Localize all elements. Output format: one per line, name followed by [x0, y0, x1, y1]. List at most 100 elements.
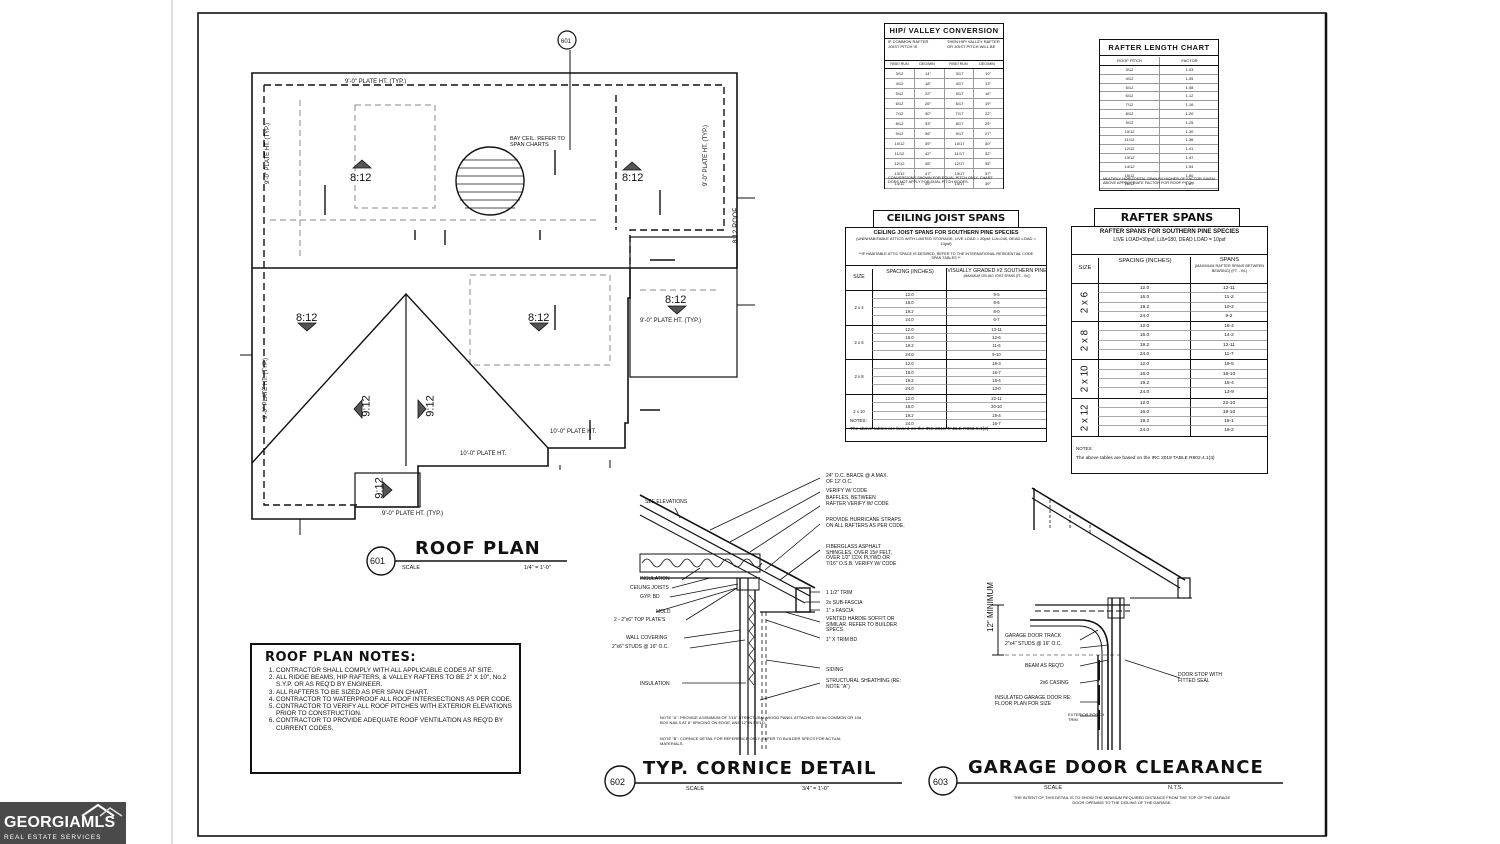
table-cell: 25° [973, 119, 1002, 128]
table-cell: 24.0 [872, 385, 946, 394]
roof-plan-drawing [240, 30, 755, 535]
table-cell: 11-2 [1190, 293, 1267, 303]
rafter-spans-title: RAFTER SPANS [1094, 208, 1240, 227]
table-cell: 1.47 [1159, 153, 1219, 162]
note-item: ALL RIDGE BEAMS, HIP RAFTERS, & VALLEY R… [276, 674, 518, 688]
note-item: CONTRACTOR TO VERIFY ALL ROOF PITCHES WI… [276, 703, 518, 717]
cornice-label: SIDING [826, 667, 844, 673]
table-cell: 15/12 [1124, 172, 1135, 178]
table-cell: 12/12 [894, 161, 905, 166]
table-cell: 12.0 [872, 360, 946, 369]
table-cell: 36° [914, 129, 941, 138]
table-cell: 10/17 [944, 139, 974, 148]
scale-value: 3/4" = 1'-0" [802, 786, 829, 792]
cornice-number: 602 [610, 777, 626, 787]
scale-label: SCALE [1044, 785, 1063, 791]
column-header: SPACING (INCHES) [872, 269, 947, 290]
table-cell: 16° [973, 89, 1002, 98]
table-cell: 45° [914, 159, 941, 168]
cornice-detail-drawing [639, 477, 821, 755]
note-item: CONTRACTOR TO PROVIDE ADEQUATE ROOF VENT… [276, 717, 518, 731]
col-header: THEN HIP/ VALLEY RAFTER OR JOIST PITCH W… [947, 39, 1000, 49]
garage-number: 603 [933, 777, 949, 787]
scale-value: N.T.S. [1168, 785, 1183, 791]
span-header: VISUALLY GRADED #2 SOUTHERN PINE [947, 268, 1047, 274]
notes-label: NOTES: [1076, 446, 1093, 451]
garage-title: GARAGE DOOR CLEARANCE [968, 757, 1264, 778]
table-cell: 13-11 [946, 325, 1046, 334]
table-cell: 6/12 [895, 101, 904, 106]
table-cell: 14/12 [1124, 163, 1135, 169]
table-cell: 24.0 [1098, 388, 1190, 398]
clearance-dimension: 12" MINIMUM [986, 582, 995, 632]
table-cell: 16.0 [872, 299, 946, 308]
table-cell: 14/12 [894, 181, 905, 186]
table-footnote: MULTIPLY HORIZONTAL SPAN BY HIGHER OF FA… [1103, 177, 1215, 186]
table-cell: 1.05 [1159, 74, 1219, 83]
section-marker-601: 601 [561, 39, 572, 45]
cornice-label: GYP. BD [640, 594, 660, 600]
table-note: The above tables are based on the IRC 20… [850, 427, 989, 432]
table-cell: 9-5 [946, 291, 1046, 300]
table-cell: 18° [914, 79, 941, 88]
plate-height-label: 9'-0" PLATE HT. (TYP.) [382, 511, 444, 517]
table-cell: 11-7 [1190, 350, 1267, 360]
table-title: HIP/ VALLEY CONVERSION [885, 24, 1003, 39]
table-cell: 16.0 [872, 368, 946, 377]
pitch-label: 8:12 [528, 312, 550, 324]
column-header: RISE/ RUN [890, 62, 909, 66]
table-cell: 9/12 [895, 131, 904, 136]
note-item: ALL RAFTERS TO BE SIZED AS PER SPAN CHAR… [276, 689, 518, 696]
table-cell: 16.0 [1098, 369, 1190, 379]
table-cell: 9-10 [946, 350, 1046, 360]
column-header: FACTOR [1159, 57, 1219, 65]
table-cell: 12.0 [872, 325, 946, 334]
note-item: CONTRACTOR SHALL COMPLY WITH ALL APPLICA… [276, 667, 518, 674]
size-cell: 2 x 10 [853, 409, 865, 415]
logo-subtitle: REAL ESTATE SERVICES [4, 834, 102, 841]
table-cell: 1.25 [1159, 118, 1219, 127]
col-header: IF COMMON RAFTER JOIST PITCH IS [888, 39, 929, 49]
table-cell: 19.2 [872, 411, 946, 420]
hip-valley-table: HIP/ VALLEY CONVERSION IF COMMON RAFTER … [884, 23, 1004, 189]
table-cell: 37° [973, 169, 1002, 178]
table-cell: 19.2 [1098, 302, 1190, 312]
plate-height-label: 9'-0" PLATE HT. (TYP.) [703, 124, 710, 187]
garage-label: EXTERIOR PORCH TRIM [1068, 712, 1105, 722]
cornice-label: 24" O.C. BRACE @ A MAX. OF 12' O.C. [826, 473, 888, 485]
table-cell: 10/12 [894, 141, 905, 146]
table-cell: 9/17 [944, 129, 974, 138]
table-cell: 1.20 [1159, 109, 1219, 118]
notes-label: NOTES: [850, 418, 867, 423]
table-cell: 13-0 [946, 385, 1046, 394]
house-roof-icon [81, 803, 123, 817]
garage-title-bubble [928, 766, 1283, 796]
cornice-label: VENTED HARDIE SOFFIT OR SIMILAR. REFER T… [826, 616, 897, 633]
table-cell: 8-0 [946, 307, 1046, 317]
table-cell: 1.36 [1159, 136, 1219, 145]
table-cell: 18-1 [1190, 417, 1267, 427]
scale-label: SCALE [402, 565, 421, 571]
note-item: CONTRACTOR TO WATERPROOF ALL ROOF INTERS… [276, 696, 518, 703]
table-cell: 1.12 [1159, 92, 1219, 101]
table-cell: 1.30 [1159, 127, 1219, 136]
size-cell: 2 x 12 [1079, 403, 1091, 431]
